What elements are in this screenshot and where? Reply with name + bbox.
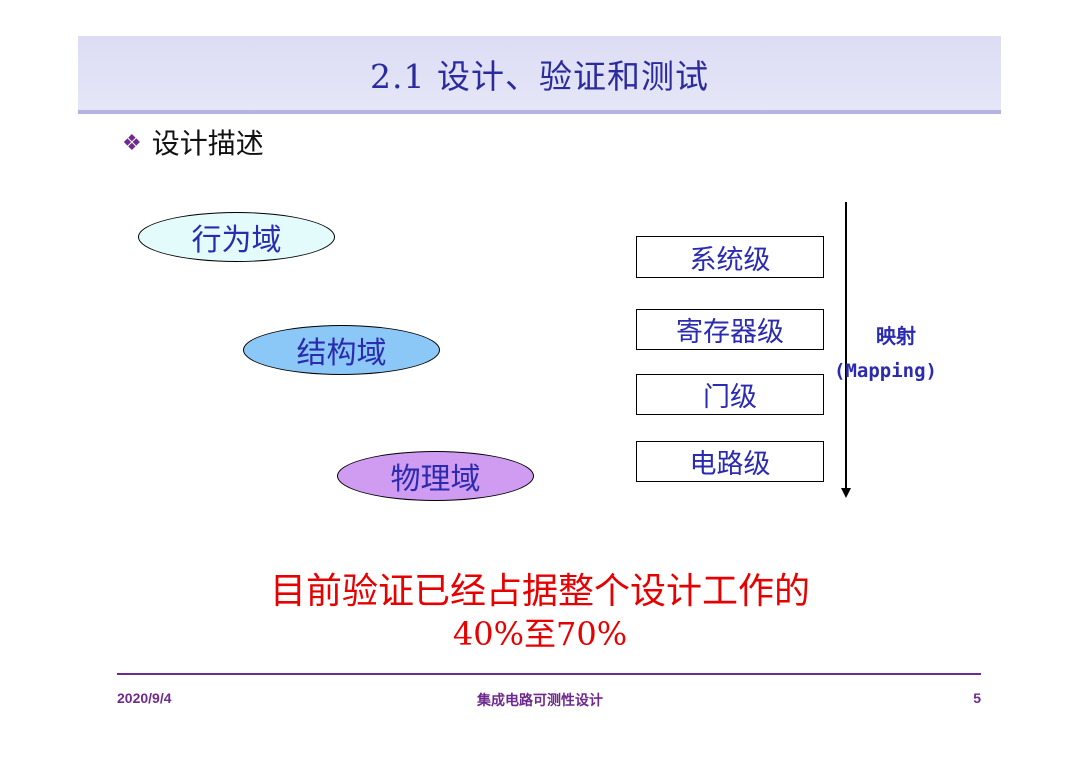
bullet-item: ❖ 设计描述 <box>122 122 264 162</box>
highlight-line-1: 目前验证已经占据整个设计工作的 <box>269 571 810 612</box>
footer-page-number: 5 <box>973 690 981 706</box>
mapping-sublabel: (Mapping) <box>834 360 937 382</box>
footer-course: 集成电路可测性设计 <box>477 692 603 708</box>
level-gate: 门级 <box>636 374 824 415</box>
domain-structure: 结构域 <box>243 325 440 375</box>
mapping-arrow-line <box>845 202 847 492</box>
title-bar: 2.1 设计、验证和测试 <box>78 36 1001 114</box>
mapping-label: 映射 <box>876 324 916 348</box>
domain-physical: 物理域 <box>337 451 534 501</box>
footer-divider <box>117 673 981 675</box>
bullet-text: 设计描述 <box>151 127 264 160</box>
domain-behavior: 行为域 <box>138 212 335 262</box>
arrow-down-icon <box>841 488 851 498</box>
level-register: 寄存器级 <box>636 309 824 350</box>
level-circuit: 电路级 <box>636 441 824 482</box>
slide-title: 2.1 设计、验证和测试 <box>370 57 709 96</box>
footer-date: 2020/9/4 <box>117 690 172 706</box>
diamond-bullet-icon: ❖ <box>122 131 142 156</box>
level-system: 系统级 <box>636 236 824 278</box>
highlight-line-2: 40%至70% <box>452 615 628 653</box>
